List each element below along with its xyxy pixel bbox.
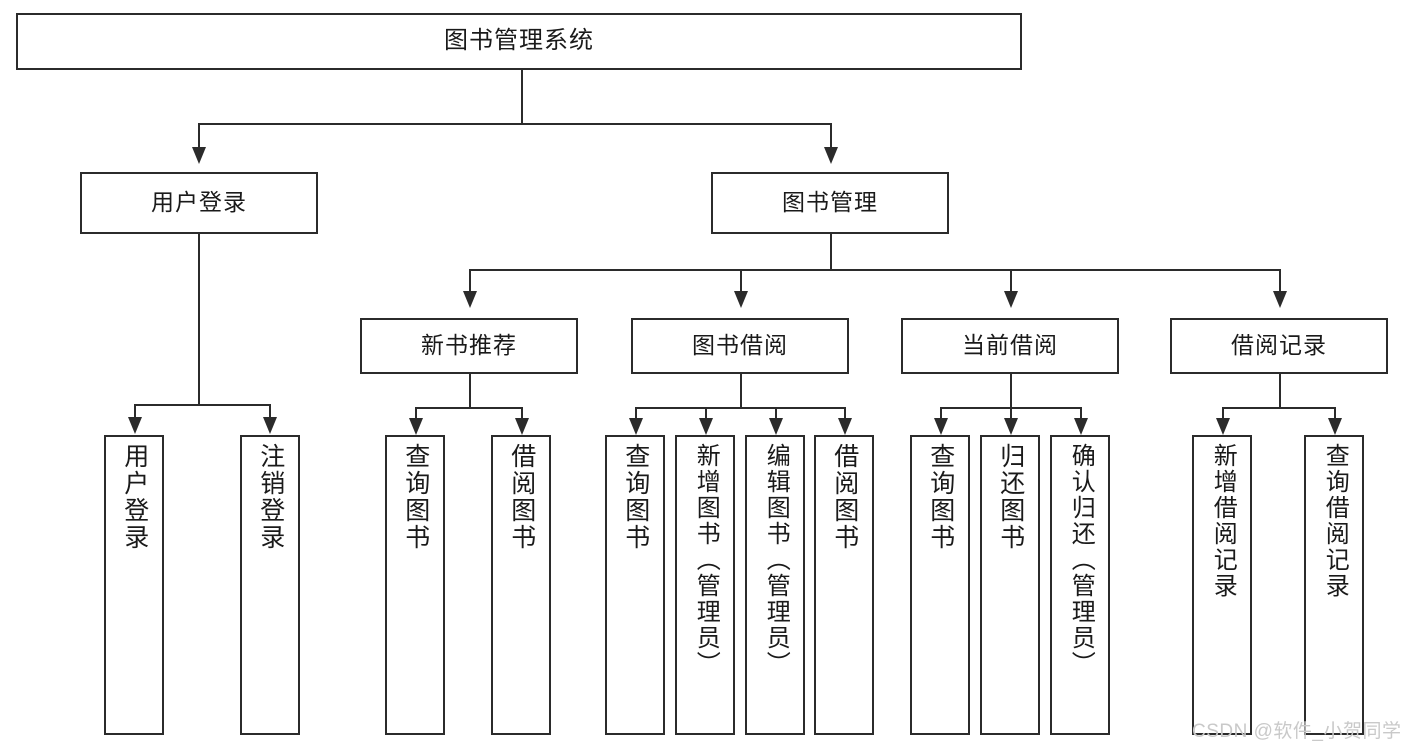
- arrow-user-login-child-2: [263, 417, 277, 434]
- connector-new-book-right: [521, 407, 524, 419]
- connector-user-login-bar: [134, 404, 271, 407]
- leaf-borrow-book-recommend[interactable]: 借阅图书: [491, 435, 551, 735]
- node-label: 新书推荐: [421, 332, 517, 359]
- node-label: 用户登录: [151, 189, 247, 216]
- node-label: 图书管理系统: [444, 27, 594, 55]
- node-label: 查询图书: [926, 443, 955, 551]
- node-label: 查询借阅记录: [1321, 443, 1349, 599]
- arrow-user-login-child-1: [128, 417, 142, 434]
- connector-to-book-manage: [830, 123, 833, 148]
- arrow-to-current-borrow: [1004, 291, 1018, 308]
- node-label: 借阅图书: [830, 443, 859, 551]
- node-label: 归还图书: [996, 443, 1025, 551]
- node-book-management[interactable]: 图书管理: [711, 172, 949, 234]
- connector-borrow-record-bar: [1222, 407, 1336, 410]
- leaf-add-book-admin[interactable]: 新增图书（管理员）: [675, 435, 735, 735]
- leaf-confirm-return-admin[interactable]: 确认归还（管理员）: [1050, 435, 1110, 735]
- watermark-text: CSDN @软件_小贺同学: [1192, 721, 1402, 742]
- node-label: 查询图书: [401, 443, 430, 551]
- arrow-to-borrow-record: [1273, 291, 1287, 308]
- connector-to-borrow-record: [1279, 269, 1282, 292]
- leaf-user-login[interactable]: 用户登录: [104, 435, 164, 735]
- node-label: 用户登录: [120, 443, 149, 551]
- connector-book-borrow-c1: [635, 407, 638, 419]
- leaf-add-borrow-record[interactable]: 新增借阅记录: [1192, 435, 1252, 735]
- arrow-book-borrow-child-4: [838, 418, 852, 435]
- connector-user-login-stem: [198, 234, 201, 405]
- connector-book-borrow-c3: [775, 407, 778, 419]
- node-root-system[interactable]: 图书管理系统: [16, 13, 1022, 70]
- connector-book-borrow-bar: [635, 407, 846, 410]
- connector-to-book-borrow: [740, 269, 743, 292]
- connector-current-borrow-c1: [940, 407, 943, 419]
- connector-new-book-left: [415, 407, 418, 419]
- arrow-to-new-book: [463, 291, 477, 308]
- connector-user-login-left: [134, 404, 137, 418]
- node-user-login[interactable]: 用户登录: [80, 172, 318, 234]
- node-label: 注销登录: [256, 443, 285, 551]
- arrow-to-user-login: [192, 147, 206, 164]
- connector-borrow-record-left: [1222, 407, 1225, 419]
- arrow-borrow-record-child-2: [1328, 418, 1342, 435]
- leaf-user-logout[interactable]: 注销登录: [240, 435, 300, 735]
- connector-to-current-borrow: [1010, 269, 1013, 292]
- connector-level2-bar: [198, 123, 832, 126]
- arrow-book-borrow-child-3: [769, 418, 783, 435]
- arrow-current-borrow-child-2: [1004, 418, 1018, 435]
- arrow-current-borrow-child-3: [1074, 418, 1088, 435]
- node-borrow-record[interactable]: 借阅记录: [1170, 318, 1388, 374]
- leaf-query-book-current[interactable]: 查询图书: [910, 435, 970, 735]
- arrow-borrow-record-child-1: [1216, 418, 1230, 435]
- leaf-return-book[interactable]: 归还图书: [980, 435, 1040, 735]
- connector-root-stem: [521, 70, 524, 124]
- arrow-new-book-child-1: [409, 418, 423, 435]
- connector-to-new-book: [469, 269, 472, 292]
- node-current-borrow[interactable]: 当前借阅: [901, 318, 1119, 374]
- leaf-query-borrow-record[interactable]: 查询借阅记录: [1304, 435, 1364, 735]
- connector-book-borrow-c2: [705, 407, 708, 419]
- connector-new-book-bar: [415, 407, 523, 410]
- arrow-book-borrow-child-1: [629, 418, 643, 435]
- node-book-borrow[interactable]: 图书借阅: [631, 318, 849, 374]
- connector-to-user-login: [198, 123, 201, 148]
- connector-book-manage-stem: [830, 234, 833, 271]
- arrow-book-borrow-child-2: [699, 418, 713, 435]
- leaf-edit-book-admin[interactable]: 编辑图书（管理员）: [745, 435, 805, 735]
- connector-book-borrow-stem: [740, 374, 743, 408]
- connector-book-borrow-c4: [844, 407, 847, 419]
- connector-current-borrow-c3: [1080, 407, 1083, 419]
- node-label: 确认归还（管理员）: [1067, 443, 1095, 677]
- leaf-query-book-recommend[interactable]: 查询图书: [385, 435, 445, 735]
- leaf-query-book-borrow[interactable]: 查询图书: [605, 435, 665, 735]
- node-label: 新增图书（管理员）: [692, 443, 720, 677]
- node-label: 图书借阅: [692, 332, 788, 359]
- node-label: 借阅图书: [507, 443, 536, 551]
- connector-current-borrow-c2: [1010, 407, 1013, 419]
- connector-borrow-record-stem: [1279, 374, 1282, 408]
- node-label: 编辑图书（管理员）: [762, 443, 790, 677]
- node-label: 查询图书: [621, 443, 650, 551]
- node-label: 新增借阅记录: [1209, 443, 1237, 599]
- arrow-to-book-manage: [824, 147, 838, 164]
- node-label: 当前借阅: [962, 332, 1058, 359]
- connector-new-book-stem: [469, 374, 472, 408]
- connector-level3-bar: [469, 269, 1281, 272]
- connector-borrow-record-right: [1334, 407, 1337, 419]
- connector-user-login-right: [269, 404, 272, 418]
- arrow-new-book-child-2: [515, 418, 529, 435]
- arrow-current-borrow-child-1: [934, 418, 948, 435]
- leaf-borrow-book[interactable]: 借阅图书: [814, 435, 874, 735]
- node-label: 借阅记录: [1231, 332, 1327, 359]
- node-label: 图书管理: [782, 189, 878, 216]
- connector-current-borrow-stem: [1010, 374, 1013, 408]
- arrow-to-book-borrow: [734, 291, 748, 308]
- node-new-book-recommend[interactable]: 新书推荐: [360, 318, 578, 374]
